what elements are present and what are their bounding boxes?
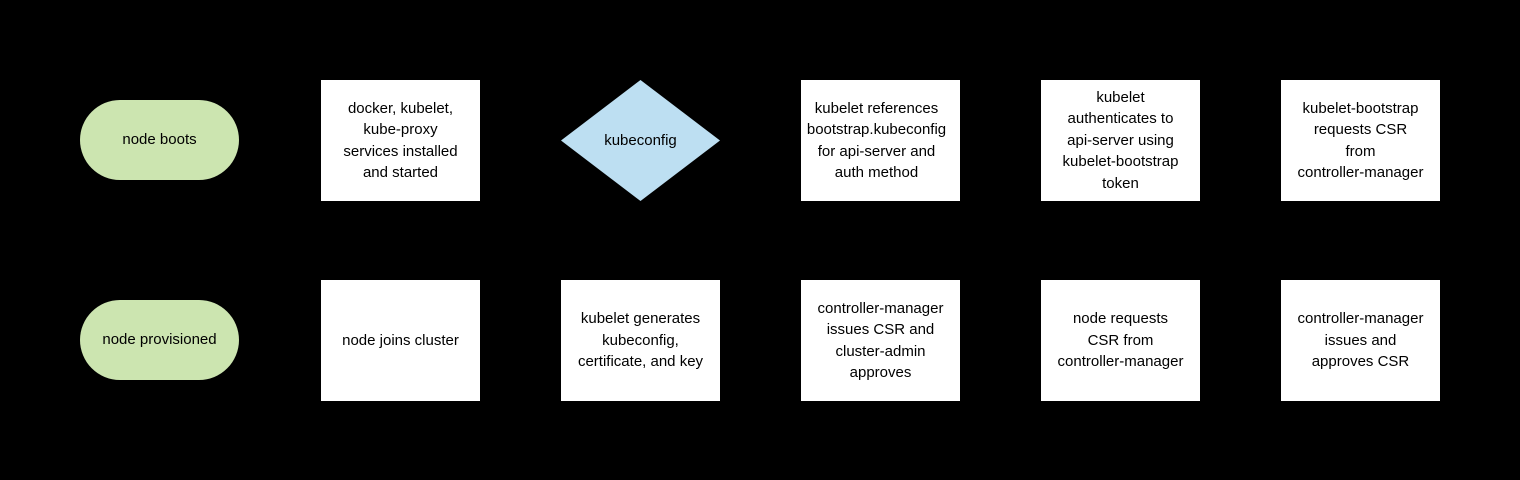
node-joins-cluster-box[interactable]: node joins cluster [321, 280, 480, 401]
kubeconfig-decision[interactable]: kubeconfig [561, 80, 720, 201]
bootstrap-requests-csr-label: kubelet-bootstrap requests CSR from cont… [1297, 99, 1424, 182]
node-requests-csr-box[interactable]: node requests CSR from controller-manage… [1041, 280, 1200, 401]
services-installed-label: docker, kubelet, kube-proxy services ins… [343, 99, 458, 182]
cm-issues-csr-box[interactable]: controller-manager issues CSR and cluste… [801, 280, 960, 401]
kubelet-authenticates-box[interactable]: kubelet authenticates to api-server usin… [1041, 80, 1200, 201]
cm-issues-approves-label: controller-manager issues and approves C… [1297, 310, 1424, 371]
kubelet-authenticates-label: kubelet authenticates to api-server usin… [1062, 88, 1179, 192]
node-provisioned-label: node provisioned [102, 331, 217, 349]
node-provisioned[interactable]: node provisioned [80, 300, 239, 380]
kubelet-generates-box[interactable]: kubelet generates kubeconfig, certificat… [561, 280, 720, 401]
kubeconfig-decision-text: kubeconfig [561, 80, 720, 201]
kubeconfig-decision-label: kubeconfig [604, 131, 677, 149]
kubelet-references-box[interactable]: kubelet references bootstrap.kubeconfig … [801, 80, 960, 201]
node-boots-label: node boots [122, 131, 197, 149]
node-boots[interactable]: node boots [80, 100, 239, 180]
node-requests-csr-label: node requests CSR from controller-manage… [1057, 310, 1184, 371]
cm-issues-approves-box[interactable]: controller-manager issues and approves C… [1281, 280, 1440, 401]
services-installed-box[interactable]: docker, kubelet, kube-proxy services ins… [321, 80, 480, 201]
cm-issues-csr-label: controller-manager issues CSR and cluste… [817, 299, 944, 382]
kubelet-references-label: kubelet references bootstrap.kubeconfig … [806, 99, 947, 182]
bootstrap-requests-csr-box[interactable]: kubelet-bootstrap requests CSR from cont… [1281, 80, 1440, 201]
node-joins-cluster-label: node joins cluster [342, 331, 459, 349]
kubelet-generates-label: kubelet generates kubeconfig, certificat… [577, 310, 704, 371]
